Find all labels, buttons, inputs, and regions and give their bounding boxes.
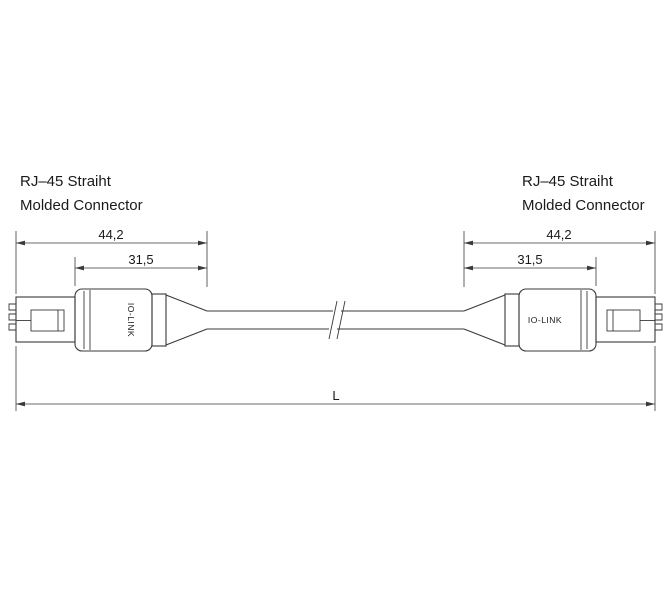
dimension-right-boot: 31,5: [464, 252, 597, 286]
right-connector-title-line1: RJ–45 Straiht: [522, 173, 614, 190]
dimension-left-overall-value: 44,2: [98, 227, 123, 242]
dimension-right-overall-value: 44,2: [546, 227, 571, 242]
right-connector: IO-LINK: [463, 288, 663, 352]
right-plug-latch: [606, 309, 641, 332]
left-molded-boot: [74, 288, 153, 352]
right-connector-title-line2: Molded Connector: [522, 197, 645, 214]
left-plug-pins-icon: [8, 303, 16, 331]
right-strain-relief-step: [504, 293, 520, 347]
dimension-right-overall: 44,2: [463, 227, 656, 294]
dimension-left-boot: 31,5: [74, 252, 207, 286]
left-brand-marking: IO-LINK: [126, 303, 136, 337]
left-plug-latch: [30, 309, 65, 332]
cable: [207, 300, 464, 340]
dimension-left-overall: 44,2: [15, 227, 208, 294]
left-plug-body: [15, 296, 76, 343]
left-connector: IO-LINK: [8, 288, 208, 352]
right-strain-relief-taper: [463, 294, 506, 346]
left-connector-title-line1: RJ–45 Straiht: [20, 173, 112, 190]
dimension-right-boot-value: 31,5: [517, 252, 542, 267]
cable-break-icon: [336, 300, 346, 340]
cable-break-icon: [328, 300, 338, 340]
left-strain-relief-step: [151, 293, 167, 347]
dimension-total-length-value: L: [332, 388, 339, 403]
right-brand-marking: IO-LINK: [528, 315, 562, 325]
right-plug-body: [595, 296, 656, 343]
dimension-left-boot-value: 31,5: [128, 252, 153, 267]
left-connector-title-line2: Molded Connector: [20, 197, 143, 214]
right-plug-pins-icon: [655, 303, 663, 331]
dimension-total-length: L: [15, 346, 656, 411]
left-strain-relief-taper: [165, 294, 208, 346]
